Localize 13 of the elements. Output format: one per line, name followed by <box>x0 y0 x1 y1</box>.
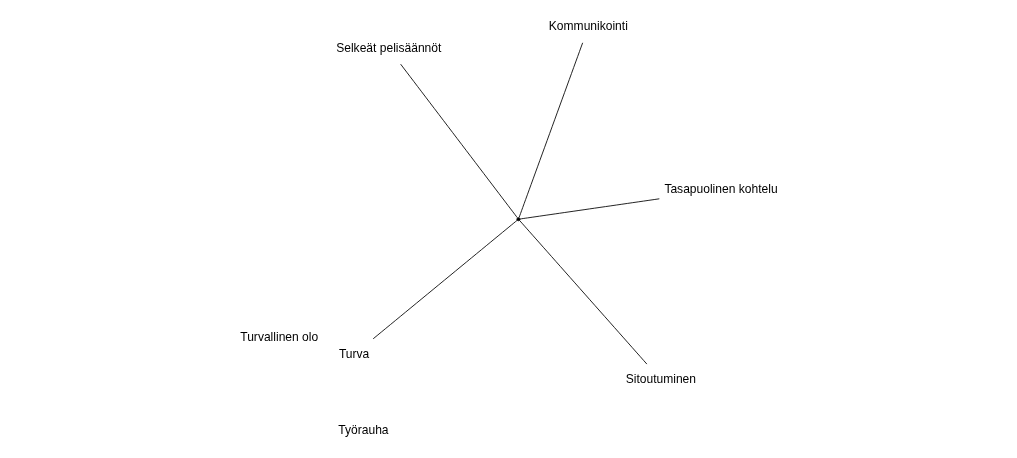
connector <box>400 63 518 219</box>
label: Turvallinen olo <box>240 329 319 344</box>
label: Työrauha <box>338 423 389 438</box>
connector <box>519 220 648 365</box>
node-point <box>516 217 521 222</box>
connector <box>519 198 660 220</box>
node-text: Tasapuolinen kohtelu <box>664 182 778 197</box>
node-text: Turva <box>338 346 370 361</box>
node-text: Selkeät pelisäännöt <box>336 40 442 55</box>
connector <box>518 42 584 218</box>
connector <box>372 219 518 340</box>
node-text: Sitoutuminen <box>625 372 697 387</box>
node-text: Kommunikointi <box>548 19 628 34</box>
